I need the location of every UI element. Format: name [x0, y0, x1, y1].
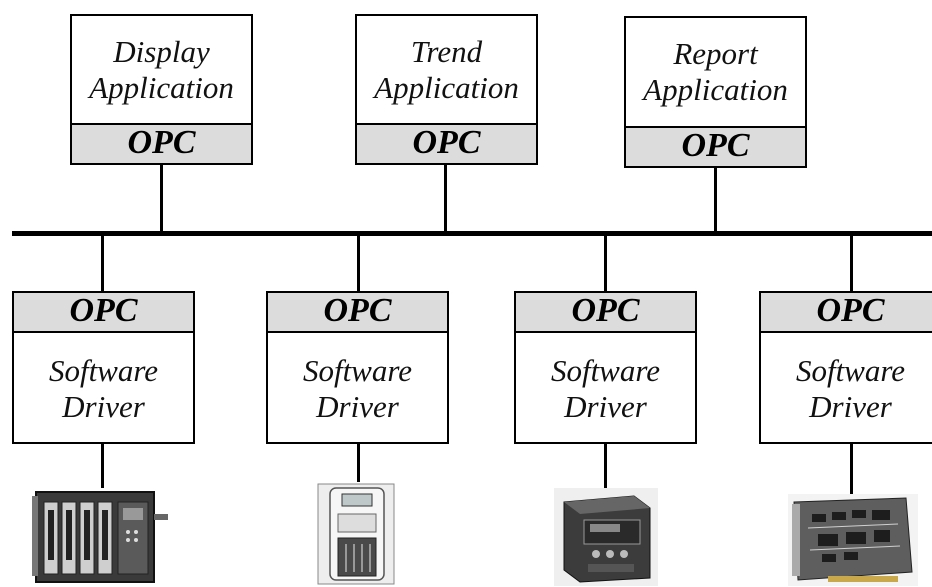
device-connector	[101, 442, 104, 488]
driver-label: Software Driver	[795, 353, 906, 424]
plc-rack-device	[32, 491, 168, 583]
software-driver-box: OPC Software Driver	[12, 291, 195, 444]
app-label: Report Application	[643, 36, 788, 107]
energy-meter-device	[317, 483, 395, 585]
device-connector	[357, 442, 360, 482]
report-application-box: Report Application OPC	[624, 16, 807, 168]
app-connector	[714, 166, 717, 233]
opc-label: OPC	[268, 293, 447, 333]
opc-label: OPC	[516, 293, 695, 333]
app-connector	[444, 163, 447, 233]
driver-connector	[604, 234, 607, 292]
opc-label: OPC	[357, 123, 536, 163]
display-application-box: Display Application OPC	[70, 14, 253, 165]
opc-label: OPC	[761, 293, 932, 333]
driver-label: Software Driver	[550, 353, 661, 424]
driver-label: Software Driver	[302, 353, 413, 424]
app-connector	[160, 163, 163, 233]
driver-connector	[357, 234, 360, 292]
trend-application-box: Trend Application OPC	[355, 14, 538, 165]
driver-connector	[101, 234, 104, 292]
software-driver-box: OPC Software Driver	[266, 291, 449, 444]
relay-unit-device	[554, 488, 658, 586]
software-driver-box: OPC Software Driver	[759, 291, 932, 444]
app-label: Display Application	[89, 34, 234, 105]
driver-label: Software Driver	[48, 353, 159, 424]
io-card-device	[788, 494, 918, 586]
opc-label: OPC	[72, 123, 251, 163]
app-label: Trend Application	[374, 34, 519, 105]
opc-label: OPC	[14, 293, 193, 333]
driver-connector	[850, 234, 853, 292]
device-connector	[850, 442, 853, 497]
software-driver-box: OPC Software Driver	[514, 291, 697, 444]
opc-bus-line	[12, 231, 932, 236]
device-connector	[604, 442, 607, 492]
opc-label: OPC	[626, 126, 805, 166]
